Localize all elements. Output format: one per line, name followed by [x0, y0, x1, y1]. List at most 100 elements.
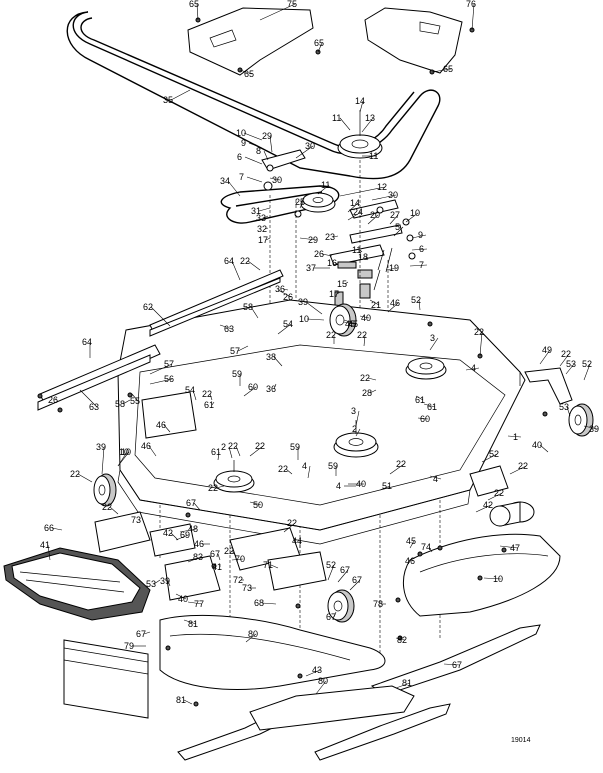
callout-leader — [305, 669, 321, 677]
callout-number: 10 — [121, 447, 131, 457]
callout-leader — [175, 534, 189, 541]
callout-number: 59 — [232, 369, 242, 379]
callout-leader — [277, 323, 292, 335]
callout-number: 67 — [326, 612, 336, 622]
callout-leader — [264, 227, 269, 230]
callout-number: 71 — [263, 560, 273, 570]
callout-number: 78 — [373, 599, 383, 609]
callout-number: 40 — [532, 440, 542, 450]
callout-leader — [431, 68, 452, 73]
callout-leader — [387, 302, 399, 313]
callout-number: 50 — [253, 500, 263, 510]
callout-number: 3 — [351, 406, 356, 416]
callout-leader — [211, 401, 215, 406]
callout-number: 39 — [589, 424, 599, 434]
callout-number: 17 — [329, 289, 339, 299]
callout-number: 22 — [208, 483, 218, 493]
callout-leader — [277, 289, 292, 298]
callout-number: 32 — [257, 224, 267, 234]
callout-number: 45 — [348, 319, 358, 329]
callout-number: 11 — [369, 151, 378, 161]
callout-leader — [170, 532, 179, 541]
spindle-pulley-center — [333, 420, 379, 458]
callout-number: 22 — [240, 256, 250, 266]
callout-number: 46 — [141, 441, 151, 451]
callout-number: 9 — [418, 230, 423, 240]
callout-number: 46 — [194, 539, 204, 549]
callout-leader — [167, 580, 171, 587]
callout-leader — [237, 345, 249, 352]
callout-number: 22 — [494, 488, 504, 498]
callout-number: 9 — [241, 138, 246, 148]
top-pulley — [337, 110, 383, 159]
callout-leader — [411, 559, 414, 562]
callout-leader — [315, 680, 327, 695]
callout-leader — [217, 451, 220, 461]
callout-number: 22 — [70, 469, 80, 479]
callout-leader — [285, 468, 293, 475]
callout-leader — [183, 699, 193, 705]
callout-number: 42 — [163, 528, 173, 538]
callout-number: 6 — [419, 244, 424, 254]
callout-leader — [193, 502, 201, 511]
callout-leader — [170, 89, 191, 101]
callout-leader — [355, 410, 360, 427]
callout-number: 2 — [221, 442, 226, 452]
callout-leader — [539, 444, 549, 453]
callout-leader — [389, 214, 399, 225]
callout-number: 23 — [325, 232, 335, 242]
callout-number: 61 — [204, 400, 214, 410]
rear-shield — [63, 639, 149, 719]
callout-leader — [499, 545, 519, 549]
callout-number: 22 — [202, 389, 212, 399]
callout-number: 7 — [419, 260, 424, 270]
callout-leader — [283, 522, 296, 533]
callout-number: 2 — [352, 424, 357, 434]
callout-leader — [509, 465, 527, 475]
callout-number: 64 — [224, 256, 234, 266]
callout-leader — [347, 202, 359, 213]
callout-leader — [409, 264, 428, 267]
callout-number: 15 — [337, 279, 347, 289]
callout-leader — [247, 260, 261, 271]
callout-leader — [131, 393, 139, 402]
callout-leader — [333, 611, 337, 618]
belt-shield-left — [187, 7, 314, 76]
callout-leader — [244, 156, 263, 165]
callout-number: 10 — [493, 574, 503, 584]
callout-leader — [259, 3, 296, 21]
callout-leader — [263, 215, 269, 219]
callout-number: 62 — [143, 302, 153, 312]
callout-number: 58 — [243, 302, 253, 312]
callout-leader — [270, 564, 279, 569]
callout-number: 29 — [262, 131, 272, 141]
callout-number: 52 — [582, 359, 592, 369]
callout-leader — [243, 132, 263, 141]
callout-leader — [273, 383, 277, 390]
callout-number: 59 — [290, 442, 300, 452]
callout-number: 52 — [411, 295, 421, 305]
callout-leader — [273, 356, 283, 367]
callout-leader — [379, 485, 391, 491]
callout-number: 61 — [211, 447, 221, 457]
callout-leader — [299, 237, 317, 241]
callout-leader — [395, 682, 411, 689]
callout-leader — [77, 473, 93, 483]
callout-number: 39 — [160, 576, 170, 586]
callout-leader — [101, 446, 105, 475]
callout-leader — [219, 324, 233, 330]
callout-number: 67 — [352, 575, 362, 585]
callout-number: 77 — [194, 599, 204, 609]
callout-number: 54 — [185, 385, 195, 395]
callout-leader — [559, 353, 570, 367]
callout-leader — [258, 207, 271, 212]
discharge-chute — [3, 547, 151, 621]
callout-leader — [369, 389, 377, 394]
callout-number: 74 — [421, 542, 431, 552]
callout-leader — [332, 235, 339, 238]
callout-number: 22 — [360, 373, 370, 383]
callout-leader — [339, 117, 351, 131]
callout-number: 83 — [193, 552, 203, 562]
